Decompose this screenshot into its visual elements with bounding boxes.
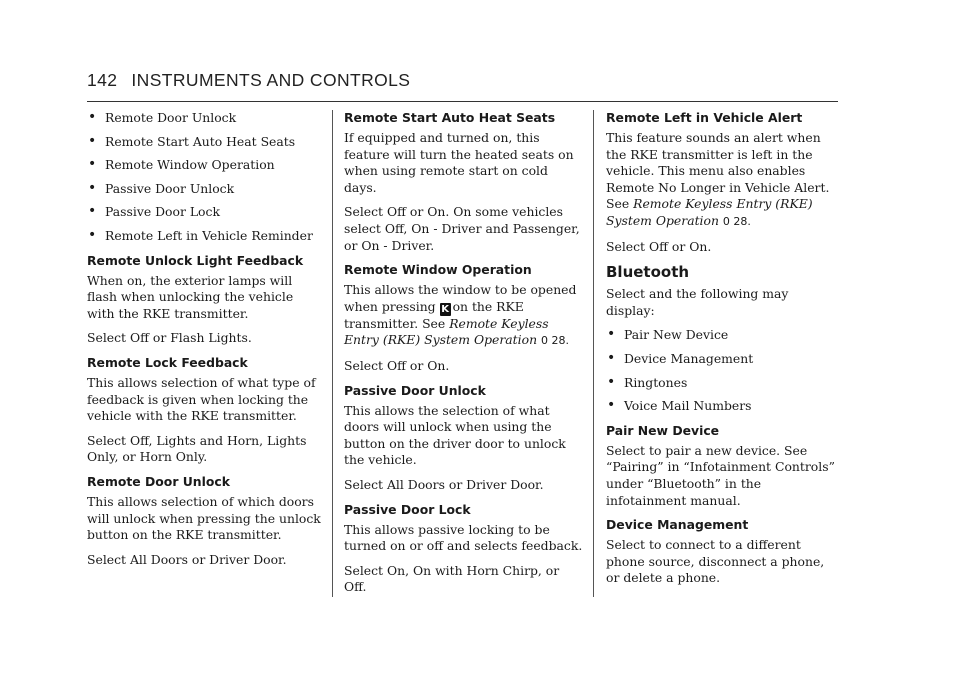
paragraph: This allows the selection of what doors … — [344, 402, 566, 468]
list-item: •Remote Start Auto Heat Seats — [88, 132, 296, 149]
section-heading: Passive Door Unlock — [344, 382, 486, 398]
paragraph: This allows the window to be opened when… — [344, 282, 577, 348]
paragraph: Select On, On with Horn Chirp, or Off. — [344, 562, 560, 595]
paragraph: Select All Doors or Driver Door. — [87, 551, 287, 567]
bullet-icon: • — [607, 397, 616, 414]
settings-bullet-list: •Remote Door Unlock •Remote Start Auto H… — [87, 109, 323, 245]
list-item: •Device Management — [607, 349, 754, 366]
section-heading: Pair New Device — [606, 422, 720, 438]
paragraph: Select All Doors or Driver Door. — [344, 476, 544, 492]
column-left: •Remote Door Unlock •Remote Start Auto H… — [87, 109, 323, 576]
page-reference[interactable]: 0 28. — [722, 214, 751, 228]
paragraph: When on, the exterior lamps will flash w… — [87, 272, 294, 321]
paragraph: Select to connect to a different phone s… — [606, 537, 825, 586]
list-item: •Remote Door Unlock — [88, 109, 237, 125]
list-item: •Ringtones — [607, 373, 688, 390]
column-divider — [332, 110, 333, 597]
section-heading: Remote Unlock Light Feedback — [87, 252, 304, 268]
bullet-icon: • — [88, 156, 97, 173]
bullet-icon: • — [607, 349, 616, 366]
list-item: •Passive Door Lock — [88, 203, 220, 220]
bluetooth-bullet-list: •Pair New Device •Device Management •Rin… — [606, 326, 840, 414]
list-item: •Pair New Device — [607, 326, 729, 343]
paragraph: Select Off or Flash Lights. — [87, 330, 252, 346]
page-reference[interactable]: 0 28. — [541, 334, 570, 348]
paragraph: Select Off, Lights and Horn, Lights Only… — [87, 432, 307, 465]
bullet-icon: • — [88, 226, 97, 243]
list-item: •Voice Mail Numbers — [607, 397, 752, 414]
bullet-icon: • — [88, 132, 97, 149]
column-middle: Remote Start Auto Heat Seats If equipped… — [344, 110, 584, 604]
paragraph: Select and the following may display: — [606, 286, 789, 318]
bullet-icon: • — [88, 179, 97, 196]
page-header: 142 INSTRUMENTS AND CONTROLS — [87, 70, 838, 102]
section-heading: Remote Door Unlock — [87, 473, 230, 489]
paragraph: This allows selection of what type of fe… — [87, 374, 316, 424]
cross-reference-link[interactable]: Remote Keyless Entry (RKE) System Operat… — [606, 196, 813, 228]
list-item: •Remote Window Operation — [88, 156, 275, 173]
paragraph: This feature sounds an alert when the RK… — [606, 130, 830, 228]
column-right: Remote Left in Vehicle Alert This featur… — [606, 110, 840, 595]
paragraph: Select to pair a new device. See “Pairin… — [606, 442, 835, 508]
section-heading: Device Management — [606, 517, 749, 533]
section-heading: Passive Door Lock — [344, 501, 471, 517]
section-title: INSTRUMENTS AND CONTROLS — [131, 70, 411, 90]
section-heading: Remote Lock Feedback — [87, 354, 248, 370]
paragraph: Select Off or On. — [344, 357, 450, 373]
section-heading: Bluetooth — [606, 263, 690, 282]
paragraph: Select Off or On. On some vehicles selec… — [344, 204, 580, 253]
bullet-icon: • — [88, 109, 97, 125]
section-heading: Remote Window Operation — [344, 262, 532, 278]
list-item: •Passive Door Unlock — [88, 179, 235, 196]
bullet-icon: • — [607, 373, 616, 390]
bullet-icon: • — [607, 326, 616, 343]
paragraph: Select Off or On. — [606, 238, 712, 254]
column-divider — [593, 110, 594, 597]
bullet-icon: • — [88, 203, 97, 220]
rke-key-icon: K — [439, 302, 451, 316]
paragraph: This allows selection of which doors wil… — [87, 493, 321, 543]
cross-reference-link[interactable]: Remote Keyless Entry (RKE) System Operat… — [344, 315, 549, 348]
list-item: •Remote Left in Vehicle Reminder — [88, 226, 313, 243]
page-number: 142 — [87, 70, 118, 90]
paragraph: If equipped and turned on, this feature … — [344, 130, 574, 195]
paragraph: This allows passive locking to be turned… — [344, 521, 583, 554]
section-heading: Remote Left in Vehicle Alert — [606, 110, 803, 125]
section-heading: Remote Start Auto Heat Seats — [344, 110, 556, 125]
